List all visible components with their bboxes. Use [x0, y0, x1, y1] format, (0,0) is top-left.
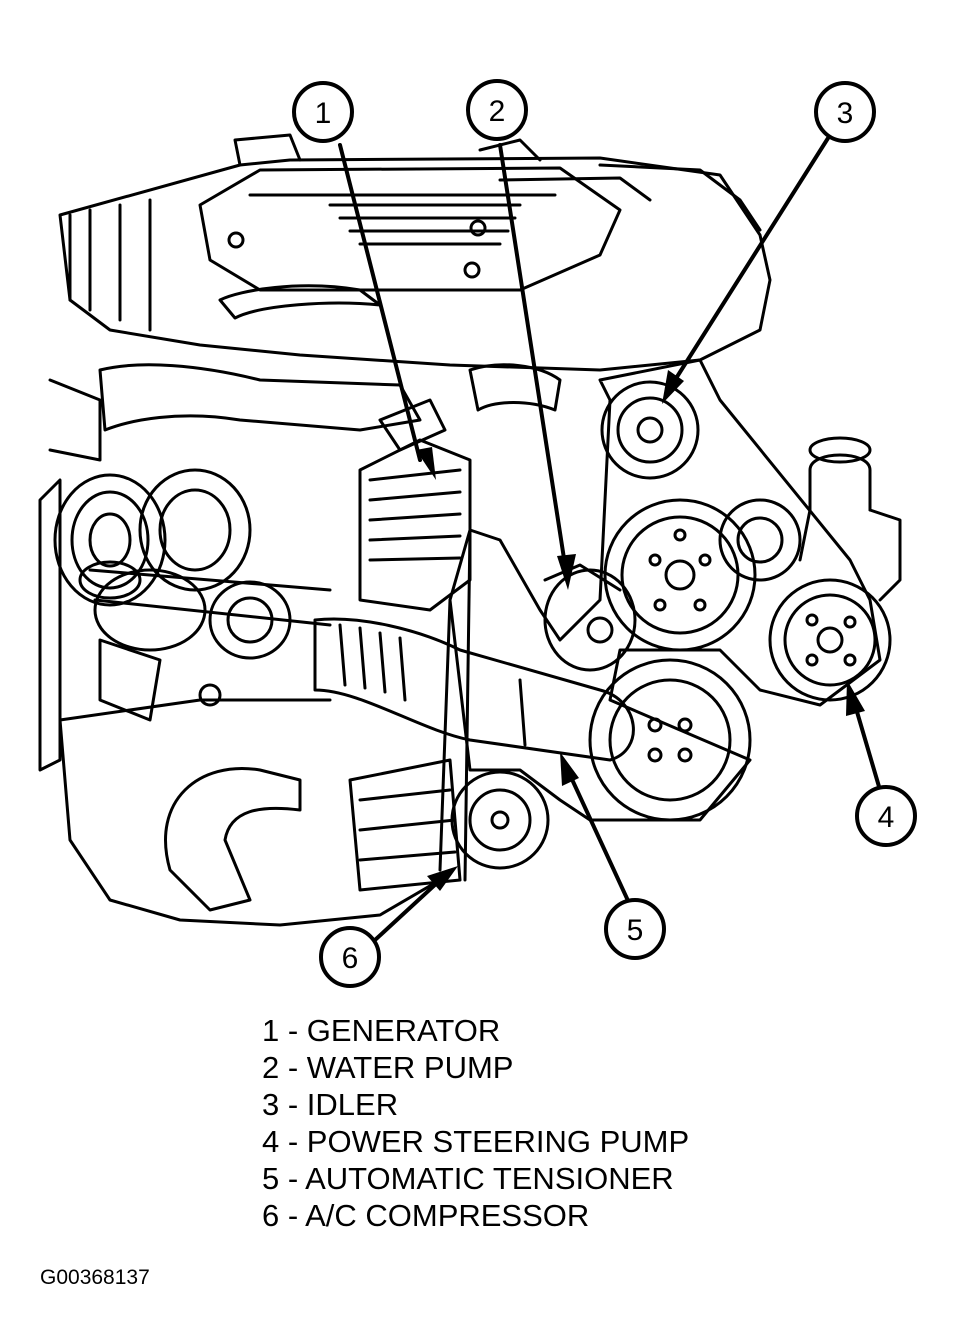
arrowhead-5 — [560, 752, 579, 786]
engine-illustration — [38, 133, 902, 927]
callout-6-number: 6 — [342, 942, 359, 975]
leader-1 — [338, 143, 422, 462]
power-steering-pump — [768, 436, 902, 702]
coolant-pipe — [164, 767, 302, 912]
generator — [358, 398, 472, 612]
idler-pulley — [600, 380, 700, 480]
callout-2: 2 — [466, 79, 528, 141]
legend-item-water-pump: 2 - WATER PUMP — [262, 1050, 514, 1085]
leader-3 — [673, 133, 832, 382]
leader-6 — [373, 880, 440, 942]
upper-pulley — [603, 498, 757, 652]
arrowhead-4 — [846, 680, 865, 716]
turbocharger — [53, 468, 332, 660]
callout-3-number: 3 — [837, 97, 854, 130]
component-legend: 1 - GENERATOR 2 - WATER PUMP 3 - IDLER 4… — [262, 1012, 689, 1234]
callout-1: 1 — [292, 81, 354, 143]
leader-lines — [338, 133, 882, 942]
callout-6: 6 — [319, 926, 381, 988]
callout-1-number: 1 — [315, 97, 332, 130]
callout-4-number: 4 — [878, 801, 895, 834]
leader-4 — [853, 703, 882, 792]
callout-4: 4 — [855, 785, 917, 847]
serpentine-belt — [448, 358, 882, 822]
leader-5 — [568, 773, 632, 907]
callout-2-number: 2 — [489, 95, 506, 128]
callout-5-number: 5 — [627, 914, 644, 947]
callout-3: 3 — [814, 81, 876, 143]
leader-2 — [498, 143, 567, 567]
valve-cover-top — [198, 166, 622, 292]
legend-item-power-steering-pump: 4 - POWER STEERING PUMP — [262, 1124, 690, 1159]
figure-id: G00368137 — [40, 1266, 150, 1289]
arrowhead-3 — [662, 370, 684, 404]
legend-item-automatic-tensioner: 5 - AUTOMATIC TENSIONER — [262, 1161, 674, 1196]
arrowhead-1 — [416, 447, 436, 480]
legend-item-generator: 1 - GENERATOR — [262, 1013, 501, 1048]
callout-5: 5 — [604, 898, 666, 960]
arrowhead-2 — [557, 554, 576, 590]
callout-bubbles: 1 2 3 4 5 6 — [292, 79, 917, 988]
air-intake-tube — [313, 617, 635, 762]
valve-cover — [58, 156, 772, 372]
legend-item-idler: 3 - IDLER — [262, 1087, 399, 1122]
arrowhead-6 — [427, 866, 458, 891]
legend-item-ac-compressor: 6 - A/C COMPRESSOR — [262, 1198, 590, 1233]
